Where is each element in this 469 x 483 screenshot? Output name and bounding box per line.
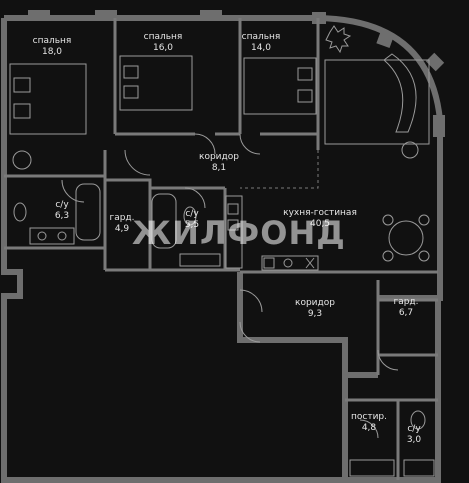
bed-bedroom3 xyxy=(243,57,317,115)
room-area: 14,0 xyxy=(250,43,272,53)
room-label-corridor2: коридор 9,3 xyxy=(295,298,335,320)
room-area: 3,0 xyxy=(406,435,422,445)
armchair-bedroom1 xyxy=(12,150,32,170)
room-name: с/у xyxy=(185,209,199,219)
room-area: 4,8 xyxy=(361,423,377,433)
room-name: с/у xyxy=(55,200,69,210)
room-label-bath2: с/у 5,5 xyxy=(185,209,199,231)
room-label-kitchen: кухня-гостиная 40,5 xyxy=(283,208,357,230)
bathtub-bath2 xyxy=(151,193,177,249)
room-area: 18,0 xyxy=(41,47,63,57)
sinks-bath1 xyxy=(29,227,75,245)
room-name: с/у xyxy=(407,424,421,434)
room-label-bath1: с/у 6,3 xyxy=(55,200,69,222)
kitchen-counter xyxy=(225,195,243,269)
room-label-bedroom2: спальня 16,0 xyxy=(144,32,183,54)
room-label-corridor1: коридор 8,1 xyxy=(199,152,239,174)
plant-icon xyxy=(325,25,352,54)
room-name: коридор xyxy=(199,152,239,162)
room-name: постир. xyxy=(350,412,388,422)
room-area: 9,3 xyxy=(307,309,323,319)
room-label-wardrobe1: гард. 4,9 xyxy=(109,213,134,235)
room-area: 6,3 xyxy=(54,211,70,221)
bed-bedroom1 xyxy=(9,63,87,135)
room-name: спальня xyxy=(143,32,183,42)
dining-table xyxy=(388,220,424,256)
room-area: 16,0 xyxy=(152,43,174,53)
room-name: коридор xyxy=(295,298,335,308)
room-name: кухня-гостиная xyxy=(283,208,357,218)
room-area: 6,7 xyxy=(398,308,414,318)
room-name: гард. xyxy=(393,297,419,307)
room-label-bedroom3: спальня 14,0 xyxy=(242,32,281,54)
room-area: 4,9 xyxy=(114,224,130,234)
watermark: ЖИЛФОНД xyxy=(132,214,346,252)
room-label-wardrobe2: гард. 6,7 xyxy=(393,297,418,319)
room-name: спальня xyxy=(241,32,281,42)
room-area: 5,5 xyxy=(184,220,200,230)
room-label-bedroom1: спальня 18,0 xyxy=(33,36,72,58)
room-label-laundry: постир. 4,8 xyxy=(351,412,387,434)
furniture xyxy=(9,25,435,477)
living-zone-boundary xyxy=(240,150,319,189)
room-label-bath3: с/у 3,0 xyxy=(407,424,421,446)
door-swings xyxy=(61,133,399,439)
room-area: 40,5 xyxy=(309,219,331,229)
room-name: спальня xyxy=(32,36,72,46)
bathtub-bath1 xyxy=(75,183,101,241)
room-name: гард. xyxy=(109,213,135,223)
room-area: 8,1 xyxy=(211,163,227,173)
sofa-living xyxy=(324,59,430,145)
bed-bedroom2 xyxy=(119,55,193,111)
interior-walls xyxy=(4,18,438,480)
